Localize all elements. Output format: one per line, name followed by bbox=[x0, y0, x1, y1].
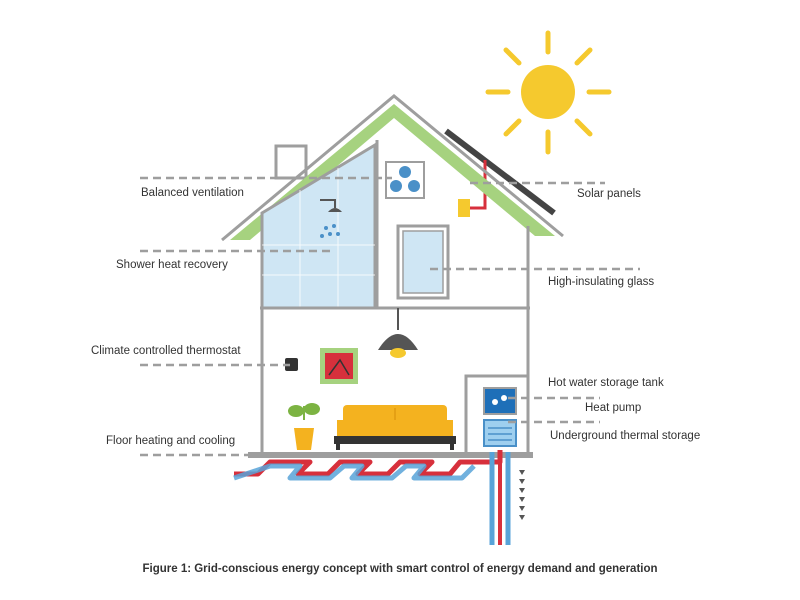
plant-icon bbox=[288, 403, 320, 450]
underground-pipes bbox=[489, 452, 511, 545]
sofa-icon bbox=[334, 405, 456, 450]
hot-water-tank-icon bbox=[483, 387, 517, 415]
label-balanced-ventilation: Balanced ventilation bbox=[141, 187, 244, 199]
label-heat-pump: Heat pump bbox=[585, 402, 642, 414]
ground-markers bbox=[519, 470, 525, 520]
thermostat-icon bbox=[285, 358, 298, 371]
painting-icon bbox=[320, 348, 358, 384]
lamp-icon bbox=[378, 308, 418, 358]
bathroom-tiles bbox=[262, 168, 375, 308]
figure-caption: Figure 1: Grid-conscious energy concept … bbox=[142, 563, 658, 575]
label-solar-panels: Solar panels bbox=[577, 188, 641, 200]
label-floor-heating-and-cooling: Floor heating and cooling bbox=[106, 435, 236, 447]
label-high-insulating-glass: High-insulating glass bbox=[548, 276, 655, 288]
label-underground-thermal-storage: Underground thermal storage bbox=[550, 430, 701, 442]
label-shower-heat-recovery: Shower heat recovery bbox=[116, 259, 228, 271]
ground-floor bbox=[260, 306, 530, 452]
sun-icon bbox=[485, 30, 612, 155]
floor-heating-pipes bbox=[233, 450, 503, 481]
label-climate-controlled-thermostat: Climate controlled thermostat bbox=[91, 345, 241, 357]
shower-icon bbox=[320, 199, 342, 238]
floor-slab bbox=[248, 452, 533, 458]
heat-pump-icon bbox=[483, 419, 517, 447]
solar-panel-icon bbox=[444, 128, 556, 217]
leader-lines bbox=[140, 176, 640, 457]
window-icon bbox=[396, 224, 450, 300]
label-hot-water-storage-tank: Hot water storage tank bbox=[548, 377, 664, 389]
fan-icon bbox=[385, 161, 425, 199]
